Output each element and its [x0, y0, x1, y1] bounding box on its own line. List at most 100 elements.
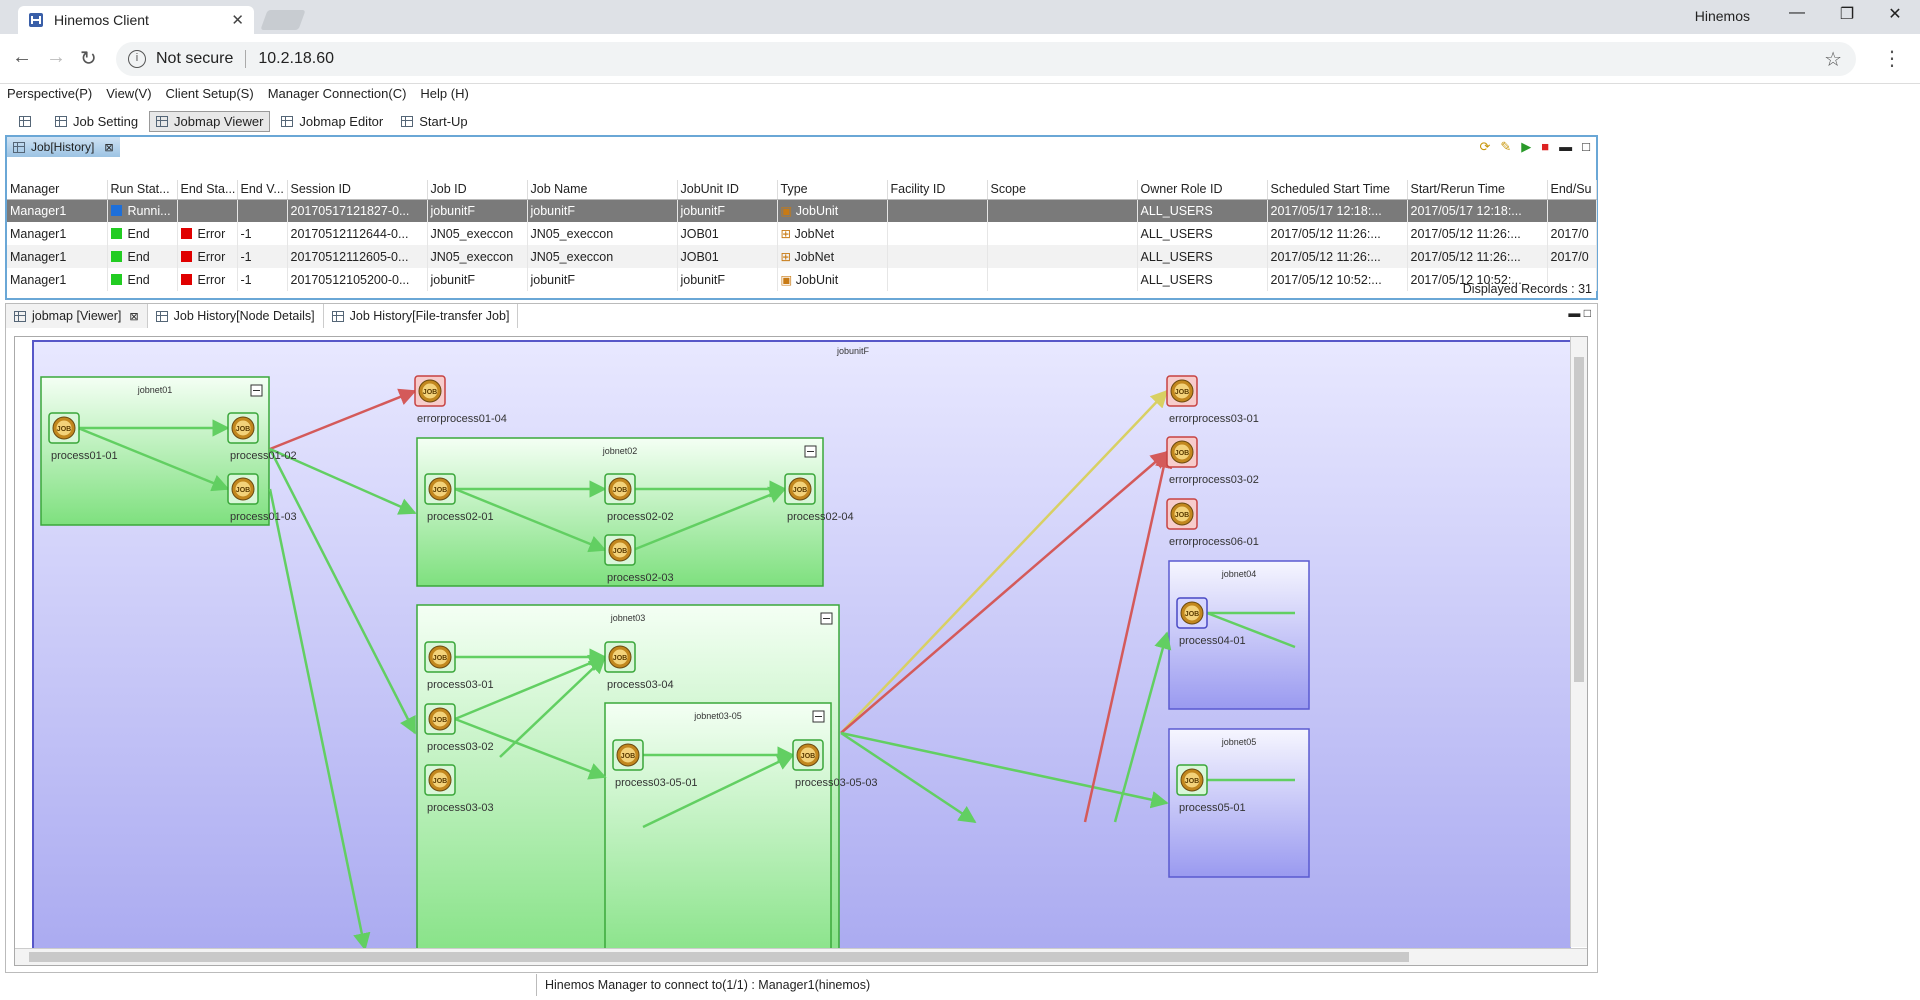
menu-help[interactable]: Help (H)	[420, 86, 469, 101]
job-history-view: Job[History] ⊠ ⟳ ✎ ▶ ■ ▬ □ Manager Run S…	[5, 135, 1598, 300]
tab-file-transfer[interactable]: Job History[File-transfer Job]	[324, 304, 519, 328]
job-node-label: process01-02	[230, 450, 297, 462]
table-cell: ▣ JobUnit	[777, 199, 888, 222]
forward-icon[interactable]: →	[46, 46, 66, 68]
table-cell: 2017/05/12 11:26:...	[1407, 245, 1548, 268]
job-dependency-arrow	[840, 731, 1169, 809]
col-header[interactable]: Job ID	[427, 180, 528, 200]
perspective-jobmap-viewer[interactable]: Jobmap Viewer	[149, 110, 271, 132]
cell-text: Error	[197, 272, 226, 287]
maximize-view-icon[interactable]: □	[1583, 306, 1591, 320]
reload-icon[interactable]: ↻	[80, 48, 97, 70]
browser-tab[interactable]: Hinemos Client ✕	[18, 6, 254, 34]
cell-text: ALL_USERS	[1140, 272, 1213, 287]
col-header[interactable]: Run Stat...	[107, 180, 178, 200]
col-header[interactable]: Job Name	[527, 180, 678, 200]
table-cell	[237, 199, 288, 222]
perspective-start-up[interactable]: Start-Up	[394, 111, 474, 132]
info-icon[interactable]: i	[128, 50, 146, 68]
open-perspective-button[interactable]	[12, 113, 44, 130]
scroll-thumb[interactable]	[1574, 357, 1584, 682]
gear-icon-center	[432, 711, 448, 727]
col-header[interactable]: Owner Role ID	[1137, 180, 1268, 200]
horizontal-scrollbar[interactable]	[15, 948, 1587, 965]
window-close-icon[interactable]: ✕	[1888, 6, 1902, 23]
filter-icon[interactable]: ✎	[1500, 139, 1512, 154]
job-node-label: errorprocess03-01	[1169, 413, 1259, 425]
menu-view[interactable]: View(V)	[106, 86, 152, 101]
minimize-icon[interactable]: —	[1789, 4, 1805, 21]
col-header[interactable]: End Sta...	[177, 180, 238, 200]
tab-job-history[interactable]: Job[History] ⊠	[7, 137, 120, 157]
col-header[interactable]: Facility ID	[887, 180, 988, 200]
minimize-view-icon[interactable]: ▬	[1559, 139, 1573, 154]
status-color-swatch	[110, 250, 122, 262]
new-tab-button[interactable]	[260, 10, 306, 30]
refresh-icon[interactable]: ⟳	[1479, 139, 1491, 154]
perspective-icon	[281, 115, 294, 127]
scroll-thumb[interactable]	[29, 952, 1409, 962]
gear-icon-center	[422, 383, 438, 399]
browser-menu-icon[interactable]: ⋮	[1882, 48, 1902, 70]
tab-node-details[interactable]: Job History[Node Details]	[148, 304, 324, 328]
table-cell: 2017/05/12 11:26:...	[1407, 222, 1548, 245]
job-dependency-arrow	[268, 488, 371, 949]
col-header[interactable]: Type	[777, 180, 888, 200]
jobnet-label: jobnet05	[1221, 737, 1257, 747]
table-cell: Manager1	[7, 222, 108, 245]
tab-jobmap-viewer[interactable]: jobmap [Viewer]⊠	[6, 304, 148, 328]
perspective-icon	[401, 115, 414, 127]
col-header[interactable]: Scheduled Start Time	[1267, 180, 1408, 200]
close-view-icon[interactable]: ⊠	[104, 141, 114, 154]
open-perspective-icon	[19, 115, 31, 127]
perspective-job-setting[interactable]: Job Setting	[48, 111, 145, 132]
menu-perspective[interactable]: Perspective(P)	[7, 86, 93, 101]
close-view-icon[interactable]: ⊠	[129, 310, 139, 323]
menu-manager-connection[interactable]: Manager Connection(C)	[267, 86, 407, 101]
back-icon[interactable]: ←	[12, 46, 32, 68]
col-header[interactable]: JobUnit ID	[677, 180, 778, 200]
col-header[interactable]: End/Su	[1547, 180, 1597, 200]
maximize-view-icon[interactable]: □	[1582, 139, 1590, 154]
cell-text: JOB01	[680, 249, 719, 264]
cell-text: jobunitF	[680, 272, 725, 287]
col-header[interactable]: Start/Rerun Time	[1407, 180, 1548, 200]
stop-icon[interactable]: ■	[1541, 139, 1550, 154]
cell-text: 2017/05/12 10:52:...	[1410, 272, 1522, 287]
job-icon-text: JOB	[57, 426, 71, 433]
url-field[interactable]: i Not secure 10.2.18.60 ☆	[116, 42, 1856, 76]
col-header[interactable]: Scope	[987, 180, 1138, 200]
bookmark-star-icon[interactable]: ☆	[1824, 48, 1842, 71]
status-color-swatch	[110, 204, 122, 216]
job-node-label: process02-04	[787, 511, 854, 523]
security-label: Not secure	[156, 50, 234, 67]
col-header[interactable]: End V...	[237, 180, 288, 200]
vertical-scrollbar[interactable]	[1570, 337, 1587, 947]
tab-label: Job History[Node Details]	[173, 309, 315, 323]
menu-client-setup[interactable]: Client Setup(S)	[165, 86, 254, 101]
col-header[interactable]: Manager	[7, 180, 108, 200]
omnibox-divider	[245, 50, 247, 68]
run-icon[interactable]: ▶	[1521, 139, 1532, 154]
table-cell: JOB01	[677, 245, 778, 268]
job-node-label: process02-01	[427, 511, 494, 523]
col-header[interactable]: Session ID	[287, 180, 428, 200]
minimize-view-icon[interactable]: ▬	[1568, 306, 1581, 320]
restore-icon[interactable]: ❐	[1839, 6, 1855, 23]
browser-titlebar: Hinemos Client ✕ Hinemos — ❐ ✕	[0, 0, 1920, 34]
view-icon	[331, 310, 344, 322]
perspective-label: Job Setting	[73, 113, 139, 129]
perspective-jobmap-editor[interactable]: Jobmap Editor	[274, 111, 390, 132]
close-tab-icon[interactable]: ✕	[231, 12, 244, 29]
cell-text: 2017/05/12 11:26:...	[1410, 226, 1521, 241]
table-cell: ALL_USERS	[1137, 199, 1268, 222]
